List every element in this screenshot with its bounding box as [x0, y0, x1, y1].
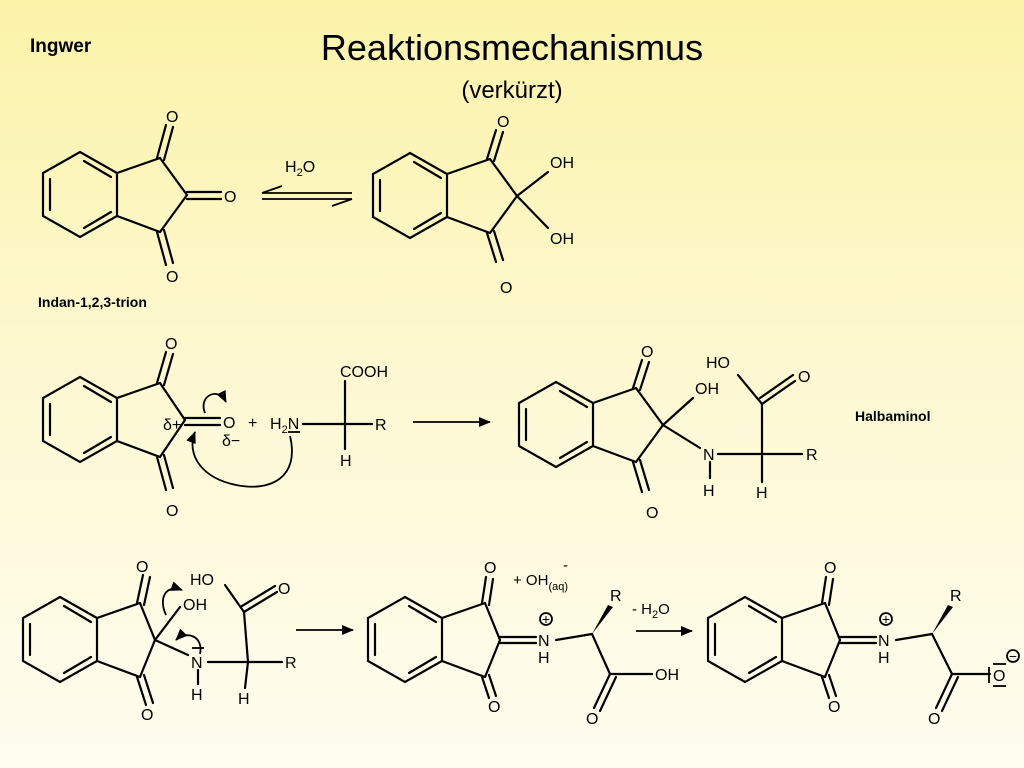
leaving-group-arrow	[161, 581, 183, 616]
hydroxyl-label: OH	[655, 667, 679, 684]
r-group-label: R	[806, 447, 818, 464]
benzene-ring	[21, 595, 99, 684]
halbaminol-structure: O OH HO O N H R H O	[517, 344, 818, 522]
nitrogen-label: N	[878, 633, 890, 650]
benzene-ring	[371, 151, 449, 240]
atom-o: O	[488, 699, 500, 716]
hydrogen-label: H	[238, 691, 250, 708]
atom-o: O	[223, 415, 235, 432]
carboxyl-label: COOH	[340, 364, 388, 381]
delta-plus-label: δ+	[163, 417, 181, 434]
positive-charge-circle	[879, 612, 893, 626]
indantrione-structure: O O O	[41, 109, 236, 286]
negative-charge-circle	[1006, 649, 1020, 663]
iminium-carboxylate-structure: O N + H R O − O O	[706, 560, 1020, 728]
hydrogen-label: H	[703, 483, 715, 500]
hydroxyl-label: OH	[550, 155, 574, 172]
atom-o: O	[497, 114, 509, 131]
r-group-label: R	[285, 655, 297, 672]
hydroxide-charge: -	[563, 557, 568, 574]
reagent-water-label: H2O	[285, 159, 315, 179]
atom-o: O	[828, 699, 840, 716]
equilibrium-arrow	[261, 185, 353, 207]
ninhydrin-structure: O OH OH O	[371, 114, 574, 297]
atom-o: O	[136, 559, 148, 576]
negative-charge-symbol: −	[1009, 648, 1017, 664]
atom-o: O	[500, 280, 512, 297]
benzene-ring	[366, 595, 444, 684]
hydroxide-byproduct-label: + OH(aq)	[513, 572, 568, 593]
atom-o: O	[798, 369, 810, 386]
benzene-ring	[706, 595, 784, 684]
nitrogen-label: N	[191, 655, 203, 672]
page-subtitle: (verkürzt)	[461, 77, 562, 104]
nitrogen-label: N	[703, 447, 715, 464]
page-title: Reaktionsmechanismus	[321, 27, 703, 68]
hydroxyl-label: HO	[706, 355, 730, 372]
hydrogen-label: H	[756, 485, 768, 502]
electron-shift-arrow	[202, 389, 227, 414]
plus-sign: +	[248, 415, 257, 432]
atom-o: O	[224, 189, 236, 206]
product-name-label: Halbaminol	[855, 408, 930, 424]
hydroxyl-label: OH	[695, 381, 719, 398]
indantrione-attack-structure: O O O δ+ δ−	[41, 336, 240, 520]
benzene-ring	[517, 380, 595, 469]
nitrogen-label: N	[538, 633, 550, 650]
compound-name-label: Indan-1,2,3-trion	[38, 294, 147, 310]
hydrogen-label: H	[191, 687, 203, 704]
positive-charge-symbol: +	[882, 611, 890, 627]
atom-o: O	[141, 707, 153, 724]
corner-label: Ingwer	[30, 36, 92, 57]
halbaminol-elimination-structure: O OH HO O N H R H O	[21, 559, 297, 724]
atom-o: O	[166, 269, 178, 286]
atom-o: O	[928, 711, 940, 728]
hydrogen-label: H	[340, 453, 352, 470]
benzene-ring	[41, 375, 119, 464]
lone-pair-push-arrow	[175, 628, 202, 655]
carboxylate-oxygen-label: O	[993, 668, 1005, 685]
r-group-label: R	[610, 588, 622, 605]
water-loss-label: - H2O	[632, 601, 670, 621]
r-group-label: R	[375, 417, 387, 434]
amine-group-label: H2N	[270, 416, 299, 436]
hydrogen-label: H	[878, 650, 890, 667]
atom-o: O	[641, 344, 653, 361]
hydroxyl-label: OH	[550, 231, 574, 248]
delta-minus-label: δ−	[222, 433, 240, 450]
positive-charge-circle	[539, 612, 553, 626]
atom-o: O	[165, 336, 177, 353]
atom-o: O	[824, 560, 836, 577]
iminium-acid-structure: O N + H R OH O O	[366, 560, 679, 728]
atom-o: O	[166, 109, 178, 126]
atom-o: O	[586, 711, 598, 728]
amino-acid-structure: H2N COOH R H	[270, 364, 388, 470]
hydroxyl-label: OH	[183, 597, 207, 614]
atom-o: O	[278, 581, 290, 598]
atom-o: O	[646, 505, 658, 522]
wedge-bond	[932, 605, 953, 634]
atom-o: O	[166, 503, 178, 520]
hydrogen-label: H	[538, 650, 550, 667]
benzene-ring	[41, 150, 119, 239]
hydroxyl-label: HO	[190, 572, 214, 589]
r-group-label: R	[950, 588, 962, 605]
wedge-bond	[592, 605, 613, 634]
atom-o: O	[484, 560, 496, 577]
positive-charge-symbol: +	[542, 611, 550, 627]
nucleophilic-attack-arrow	[186, 431, 293, 488]
